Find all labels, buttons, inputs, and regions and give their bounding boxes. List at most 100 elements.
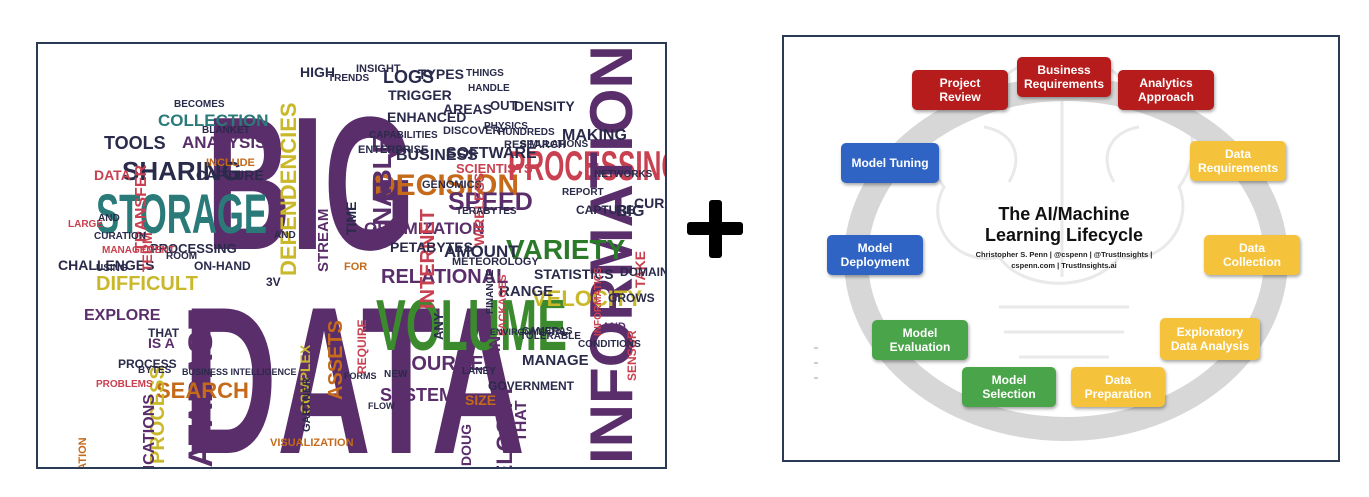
word-cloud-word: INFORMATICS <box>593 267 604 336</box>
word-cloud-word: PHYSICS <box>484 121 528 132</box>
word-cloud-word: PROCESS <box>118 357 177 371</box>
lifecycle-step-label: Model Deployment <box>840 241 910 269</box>
word-cloud-word: DECISION <box>374 169 520 202</box>
word-cloud-word: CAPTURE <box>196 167 264 183</box>
lifecycle-step-label: Data Preparation <box>1084 373 1152 401</box>
word-cloud-word: LANEY <box>462 366 496 377</box>
word-cloud-word: PROCESSING <box>150 241 237 256</box>
word-cloud-word: SOFTWARE <box>446 145 537 162</box>
word-cloud-word: DATA <box>183 263 526 469</box>
lifecycle-step: Exploratory Data Analysis <box>1160 318 1260 360</box>
word-cloud-word: REPORT <box>562 187 604 198</box>
word-cloud-word: ASSETS <box>325 319 347 400</box>
word-cloud-word: PROBLEMS <box>96 379 153 390</box>
word-cloud-word: HIGH <box>300 64 335 80</box>
word-cloud-word: INCLUDE <box>206 157 255 169</box>
word-cloud-word: HANDLE <box>468 83 510 94</box>
word-cloud-word: TERABYTES <box>456 206 517 217</box>
word-cloud-word: STORAGE <box>96 182 268 245</box>
lifecycle-step-label: Model Tuning <box>851 156 929 170</box>
word-cloud-word: AND <box>602 321 626 333</box>
lifecycle-step: Analytics Approach <box>1118 70 1214 110</box>
lifecycle-step-label: Project Review <box>939 76 981 104</box>
word-cloud-word: SEARCH <box>156 378 249 403</box>
word-cloud-word: THAT <box>148 326 180 340</box>
word-cloud-word: DEPENDENCIES <box>276 102 301 276</box>
lifecycle-step-label: Exploratory Data Analysis <box>1170 325 1250 353</box>
word-cloud-word: ANALYSIS <box>182 133 267 152</box>
word-cloud-word: BUSINESS INTELLIGENCE <box>182 367 297 377</box>
lifecycle-step: Model Evaluation <box>872 320 968 360</box>
word-cloud-word: GENOMICS <box>422 179 482 191</box>
lifecycle-step-label: Model Evaluation <box>889 326 951 354</box>
word-cloud-word: BLANKET <box>202 125 250 136</box>
word-cloud-word: MANAGEMENT <box>102 245 175 256</box>
word-cloud-word: TOOLS <box>104 133 166 153</box>
word-cloud-word: RELATIONAL <box>381 266 509 288</box>
word-cloud-word: LOGS <box>383 67 435 87</box>
word-cloud-word: GROWS <box>608 291 655 305</box>
word-cloud-word: COLLECTION <box>158 111 269 130</box>
word-cloud-word: CAPTURE <box>576 203 635 217</box>
word-cloud-word: RANGE <box>499 283 554 300</box>
word-cloud-word: IS A <box>148 335 175 351</box>
lifecycle-step: Data Preparation <box>1071 367 1165 407</box>
lifecycle-title: The AI/Machine Learning Lifecycle <box>984 204 1144 245</box>
lifecycle-step: Data Collection <box>1204 235 1300 275</box>
word-cloud-word: SOURCES <box>398 353 497 375</box>
word-cloud-word: AREAS <box>443 101 493 117</box>
word-cloud-word: FINANCE <box>485 269 496 314</box>
word-cloud-word: IN <box>487 336 504 352</box>
word-cloud-word: DATA <box>94 167 131 183</box>
word-cloud-word: USING <box>96 263 128 274</box>
word-cloud-word: AMOUNT <box>444 242 519 261</box>
word-cloud-word: ENVIRONMENTAL <box>490 327 568 337</box>
word-cloud-word: BUSINESS <box>396 147 478 164</box>
word-cloud-word: NETWORKS <box>594 169 653 180</box>
word-cloud-word: CHALLENGES <box>58 257 155 273</box>
word-cloud-word: BIG <box>206 78 416 290</box>
lifecycle-step: Model Deployment <box>827 235 923 275</box>
word-cloud-word: CURATION <box>94 231 147 242</box>
word-cloud-word: SIZE <box>465 392 497 408</box>
word-cloud-word: STREAM <box>315 208 332 272</box>
word-cloud-word: SHARING <box>122 156 242 186</box>
word-cloud-word: CAMERAS <box>522 326 573 337</box>
word-cloud-word: CAPABILITIES <box>369 130 438 141</box>
word-cloud-word: CONDITIONS <box>578 339 641 350</box>
word-cloud-word: DENSITY <box>514 98 575 114</box>
word-cloud-word: SCIENTISTS <box>456 161 533 176</box>
lifecycle-step: Project Review <box>912 70 1008 110</box>
word-cloud-word: DISCOVERY <box>443 125 508 137</box>
lifecycle-step: Data Requirements <box>1190 141 1286 181</box>
word-cloud-word: VOLUME <box>376 286 567 366</box>
word-cloud-word: BECOMES <box>174 99 225 110</box>
word-cloud-word: REQUIRE <box>355 319 369 374</box>
word-cloud-word: SYSTEMS <box>380 385 467 405</box>
word-cloud-word: DOMAIN <box>620 265 667 279</box>
word-cloud-word: VARIETY <box>506 234 626 265</box>
word-cloud-word: SENSOR <box>625 330 639 381</box>
word-cloud-word: DOUG <box>458 424 474 466</box>
word-cloud-word: HUNDREDS <box>498 127 555 138</box>
word-cloud-word: 3V <box>266 275 281 289</box>
word-cloud-word: PROCESSING <box>508 142 667 189</box>
word-cloud-word: GOVERNMENT <box>488 379 575 393</box>
word-cloud-word: TOLERABLE <box>520 331 581 342</box>
word-cloud-word: BIG <box>616 203 645 220</box>
word-cloud-word: FLOW <box>368 401 395 411</box>
word-cloud-word: FOR <box>344 261 368 273</box>
lifecycle-step-label: Analytics Approach <box>1137 76 1194 104</box>
word-cloud-word: SPEED <box>448 188 533 216</box>
word-cloud-word: THAT <box>513 400 530 442</box>
word-cloud-word: AND <box>98 213 120 224</box>
word-cloud-word: INSIGHT <box>356 63 401 75</box>
word-cloud-word: OPTIMIZATION <box>364 219 485 238</box>
word-cloud-word: ANY <box>431 312 446 340</box>
word-cloud-word: APPLICATIONS <box>141 394 158 469</box>
word-cloud-word: PETABYTES <box>390 239 473 255</box>
lifecycle-step-label: Data Collection <box>1222 241 1281 269</box>
word-cloud-word: SIMULATIONS <box>520 139 589 150</box>
plus-sign: + <box>683 193 747 265</box>
